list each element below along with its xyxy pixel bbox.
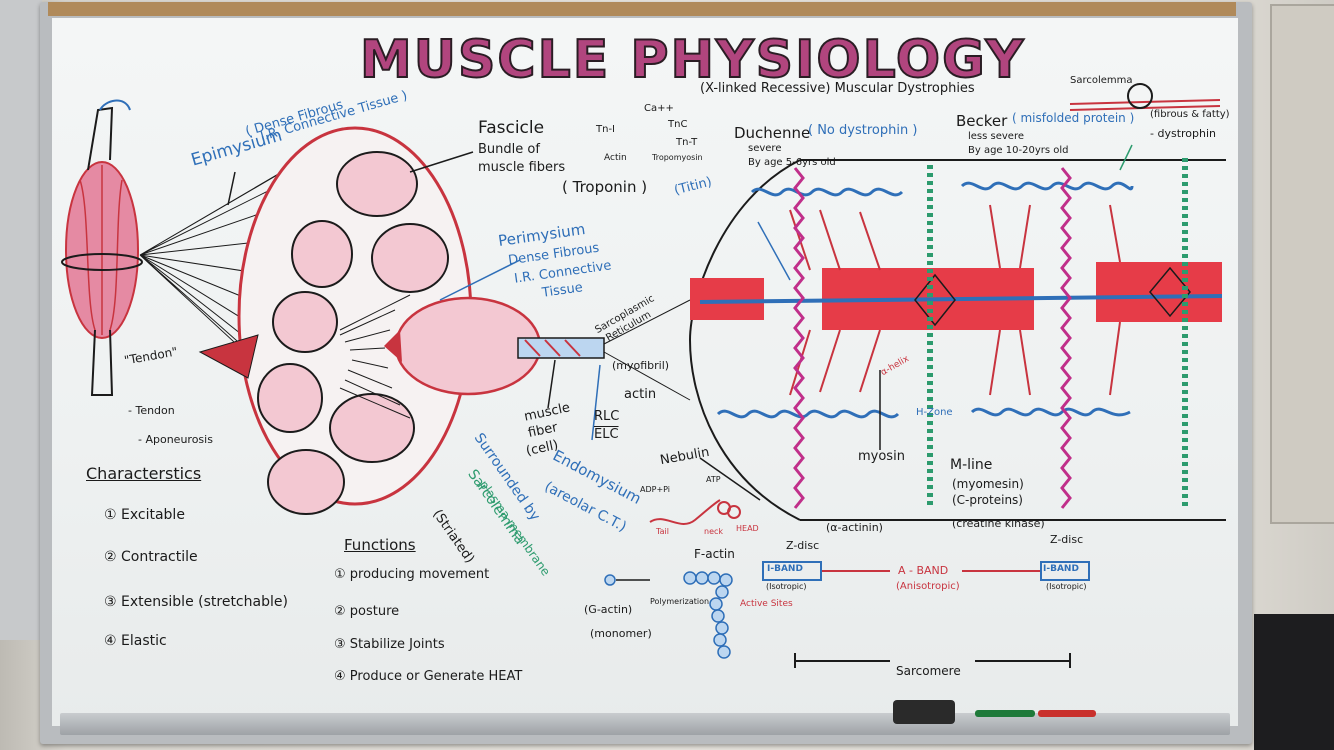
monomer-label: (monomer) <box>590 627 652 640</box>
c-proteins-label: (C-proteins) <box>952 493 1023 507</box>
characteristic-2: ② Contractile <box>104 549 198 565</box>
function-3: ③ Stabilize Joints <box>334 637 445 652</box>
becker-severe: less severe <box>968 131 1025 142</box>
myosin-molecule <box>649 499 741 525</box>
a-band-label: A - BAND <box>898 564 949 577</box>
troponin-tn-t: Tn-T <box>676 137 698 148</box>
rlc-label: RLC <box>594 409 620 424</box>
myosin-neck-label: neck <box>704 527 724 536</box>
whiteboard-eraser <box>893 700 955 724</box>
i-band-left-label: I-BAND <box>767 564 803 574</box>
g-actin-label: (G-actin) <box>584 603 633 616</box>
myomesin-label: (myomesin) <box>952 477 1024 491</box>
atp-label: ATP <box>706 475 721 484</box>
myofibril-label: (myofibril) <box>612 359 670 372</box>
cork-strip <box>48 2 1236 16</box>
marker-green <box>975 710 1035 717</box>
characteristics-heading: Characterstics <box>86 464 202 483</box>
board-title: MUSCLE PHYSIOLOGY <box>359 29 1026 91</box>
dystrophies-heading: (X-linked Recessive) Muscular Dystrophie… <box>700 81 975 96</box>
legend-tendon: - Tendon <box>128 404 175 417</box>
left-wall-panel <box>0 0 42 640</box>
sarcomere-bracket <box>794 653 1071 668</box>
sarcomere-outline <box>688 159 1226 521</box>
troponin-tn-c: TnC <box>668 119 688 130</box>
characteristic-3: ③ Extensible (stretchable) <box>104 594 288 610</box>
troponin-calcium: Ca++ <box>644 103 674 114</box>
z-disc-right-label: Z-disc <box>1050 533 1084 546</box>
cross-section <box>198 126 473 515</box>
functions-heading: Functions <box>344 536 416 554</box>
myosin-head-label: HEAD <box>736 524 759 533</box>
myosin-thick-filaments <box>690 262 1223 330</box>
characteristic-4: ④ Elastic <box>104 633 167 649</box>
m-lines <box>927 158 1188 508</box>
myofibril-cylinder <box>517 299 691 401</box>
myosin-label: myosin <box>858 449 905 464</box>
f-actin-label: F-actin <box>694 547 735 561</box>
adp-pi-label: ADP+Pi <box>640 485 671 494</box>
myosin-tail-label: Tail <box>656 527 669 536</box>
f-actin-polymer <box>604 571 733 659</box>
isotropic-left-label: (Isotropic) <box>766 582 807 591</box>
troponin-tropomyosin: Tropomyosin <box>652 153 703 162</box>
isotropic-right-label: (Isotropic) <box>1046 582 1087 591</box>
characteristic-1: ① Excitable <box>104 507 185 523</box>
actin-thin-filaments <box>716 181 1134 419</box>
black-counter <box>1254 614 1334 750</box>
troponin-tn-i: Tn-I <box>596 124 616 135</box>
fibrous-fatty-label: (fibrous & fatty) <box>1150 109 1230 120</box>
band-line <box>762 561 1090 581</box>
actin-label: actin <box>624 387 657 402</box>
epimysium-fan <box>139 131 351 441</box>
becker-age: By age 10-20yrs old <box>968 145 1069 156</box>
legend-aponeurosis: - Aponeurosis <box>138 433 213 446</box>
leader-lines <box>227 144 1133 501</box>
m-line-label: M-line <box>950 457 993 473</box>
duchenne-label: Duchenne <box>734 124 811 142</box>
function-1: ① producing movement <box>334 567 490 582</box>
i-band-right-label: I-BAND <box>1043 564 1079 574</box>
anisotropic-label: (Anisotropic) <box>896 581 960 592</box>
h-zone-label: H-Zone <box>916 407 953 418</box>
function-4: ④ Produce or Generate HEAT <box>334 669 523 684</box>
duchenne-age: By age 5-6yrs old <box>748 157 836 168</box>
becker-detail: ( misfolded protein ) <box>1012 111 1135 125</box>
polymerization-label: Polymerization <box>650 597 710 606</box>
active-sites-label: Active Sites <box>740 599 793 609</box>
whole-muscle-drawing <box>61 99 143 396</box>
fascicle-desc-2: muscle fibers <box>478 160 566 175</box>
duchenne-severe: severe <box>748 143 782 154</box>
right-bulletin-board <box>1270 4 1334 524</box>
becker-label: Becker <box>956 112 1008 130</box>
sarcomere-label: Sarcomere <box>896 664 961 678</box>
troponin-actin: Actin <box>604 153 627 163</box>
fascicle-desc-1: Bundle of <box>478 142 540 157</box>
duchenne-detail: ( No dystrophin ) <box>808 123 918 138</box>
marker-red <box>1038 710 1096 717</box>
creatine-kinase-label: (creatine kinase) <box>952 517 1045 530</box>
sarcolemma-sketch <box>1069 83 1221 111</box>
sarcolemma-top-label: Sarcolemma <box>1070 75 1133 86</box>
z-disc-left-label: Z-disc <box>786 539 820 552</box>
function-2: ② posture <box>334 604 400 619</box>
fascicle-label: Fascicle <box>478 118 545 138</box>
alpha-actinin-label: (α-actinin) <box>826 521 883 534</box>
z-discs <box>793 167 1072 509</box>
troponin-label: ( Troponin ) <box>562 178 648 196</box>
dystrophin-label: - dystrophin <box>1150 127 1216 140</box>
elc-label: ELC <box>594 427 619 442</box>
